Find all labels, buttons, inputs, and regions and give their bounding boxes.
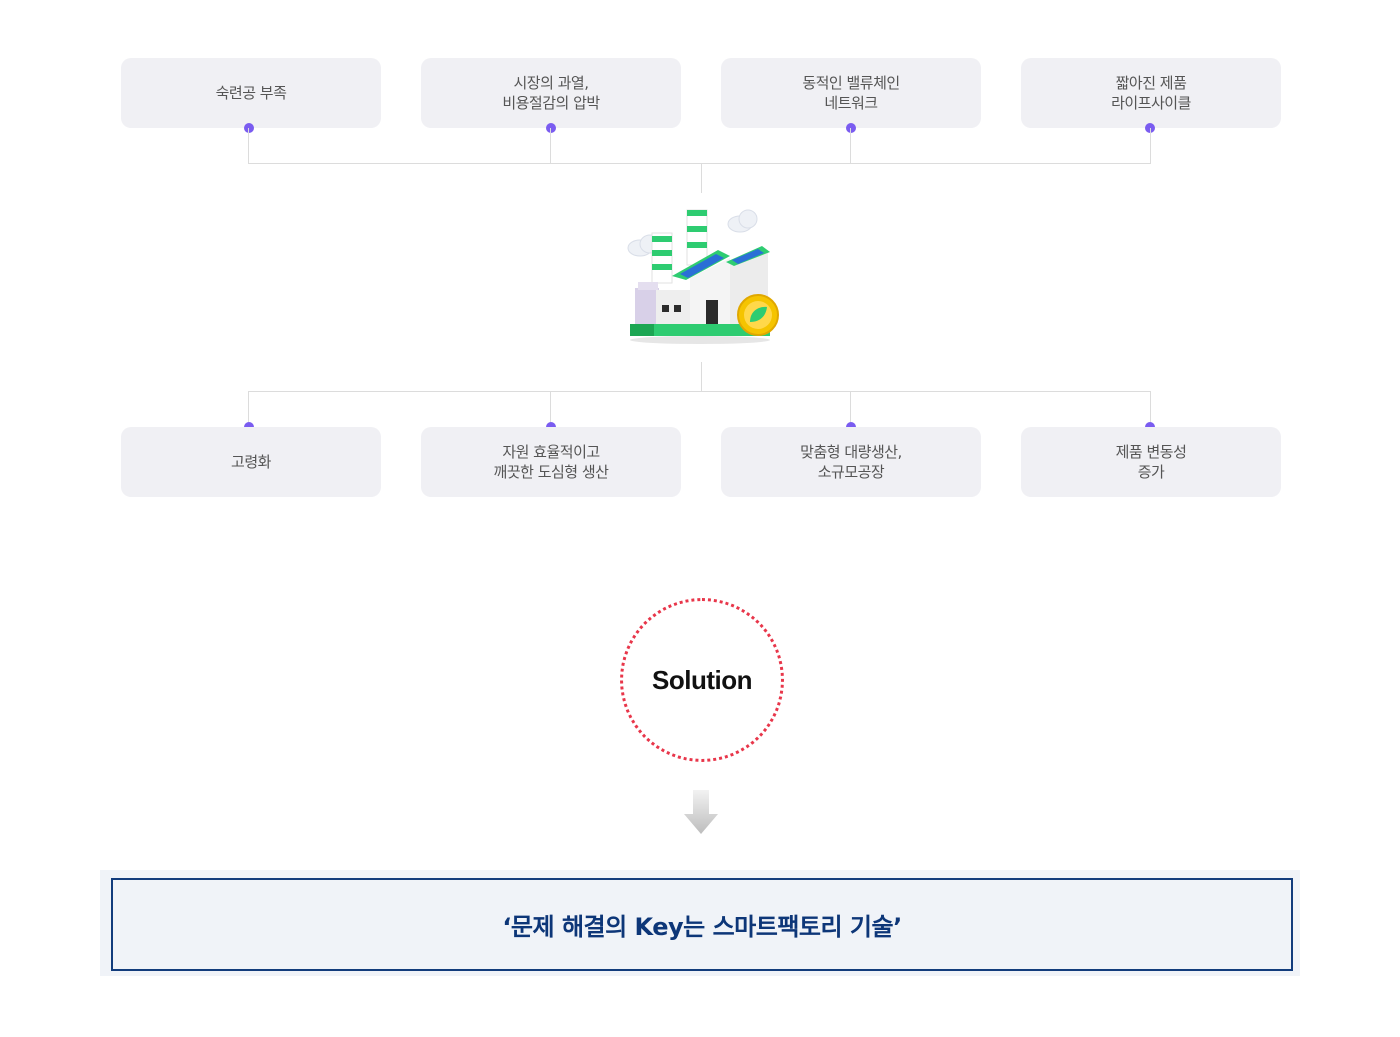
change-label: 자원 효율적이고 깨끗한 도심형 생산 <box>493 443 609 481</box>
connector-dot <box>546 123 556 133</box>
change-label: 맞춤형 대량생산, 소규모공장 <box>800 443 902 481</box>
smart-factory-icon <box>627 209 779 344</box>
connector-line <box>1150 391 1151 426</box>
connector-line <box>248 163 1151 164</box>
change-label: 고령화 <box>231 453 271 471</box>
arrow-down-icon <box>684 790 718 834</box>
connector-dot <box>244 123 254 133</box>
connector-line <box>550 391 551 426</box>
problem-label: 숙련공 부족 <box>215 84 287 102</box>
problem-label: 짧아진 제품 라이프사이클 <box>1111 74 1191 112</box>
change-box-mass-customization: 맞춤형 대량생산, 소규모공장 <box>721 427 981 497</box>
connector-dot <box>846 123 856 133</box>
connector-line <box>850 391 851 426</box>
connector-line <box>701 163 702 193</box>
connector-line <box>550 128 551 163</box>
solution-label: Solution <box>652 664 752 695</box>
problem-label: 시장의 과열, 비용절감의 압박 <box>502 74 600 112</box>
solution-circle: Solution <box>620 598 784 762</box>
problem-box-lifecycle: 짧아진 제품 라이프사이클 <box>1021 58 1281 128</box>
change-label: 제품 변동성 증가 <box>1115 443 1187 481</box>
connector-line <box>1150 128 1151 163</box>
change-box-urban-production: 자원 효율적이고 깨끗한 도심형 생산 <box>421 427 681 497</box>
connector-line <box>248 391 249 426</box>
problem-box-skilled-labor: 숙련공 부족 <box>121 58 381 128</box>
problem-box-value-chain: 동적인 밸류체인 네트워크 <box>721 58 981 128</box>
key-message-text: ‘문제 해결의 Key는 스마트팩토리 기술’ <box>502 913 902 941</box>
connector-line <box>701 362 702 391</box>
connector-line <box>248 391 1151 392</box>
problem-label: 동적인 밸류체인 네트워크 <box>802 74 900 112</box>
problem-box-market: 시장의 과열, 비용절감의 압박 <box>421 58 681 128</box>
connector-line <box>248 128 249 163</box>
change-box-aging: 고령화 <box>121 427 381 497</box>
connector-line <box>850 128 851 163</box>
change-box-variability: 제품 변동성 증가 <box>1021 427 1281 497</box>
key-message-box: ‘문제 해결의 Key는 스마트팩토리 기술’ <box>111 878 1293 971</box>
